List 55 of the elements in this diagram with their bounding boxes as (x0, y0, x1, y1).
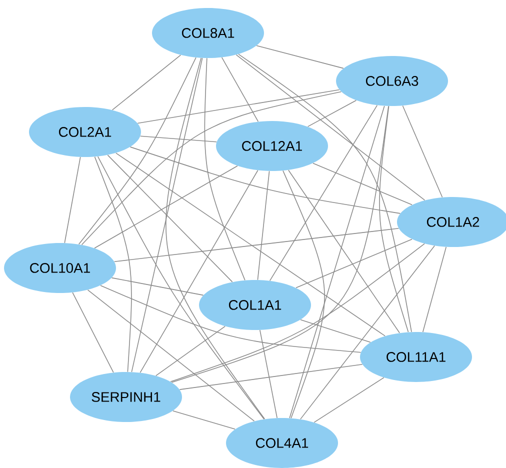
edge-line (314, 377, 384, 423)
gene-node: COL4A1 (226, 418, 338, 468)
edge-line (97, 156, 264, 420)
gene-node: COL1A1 (199, 280, 311, 330)
edge-line (238, 54, 412, 332)
edge-line (114, 228, 400, 262)
edge-line (296, 238, 412, 288)
edge-line (156, 326, 226, 376)
edge-line (81, 91, 342, 246)
edge-line (137, 89, 340, 124)
edge-line (72, 292, 114, 373)
edge-line (288, 170, 400, 334)
edge-line (236, 54, 426, 201)
edge-line (312, 162, 412, 206)
edge-line (422, 246, 447, 332)
gene-node: COL6A3 (336, 56, 448, 106)
edge-line (172, 410, 236, 430)
gene-node: SERPINH1 (70, 372, 182, 422)
edge-line (130, 146, 401, 214)
edge-line (379, 106, 409, 332)
edge-line (289, 106, 385, 418)
edge-line (300, 245, 435, 420)
edge-line (94, 156, 132, 372)
edge-line (140, 170, 258, 373)
edge-line (111, 277, 204, 296)
edge-line (116, 152, 386, 336)
edge-line (131, 58, 203, 372)
gene-node: COL2A1 (29, 107, 141, 157)
edge-line (402, 105, 443, 198)
edge-line (179, 364, 363, 390)
edge-line (87, 290, 255, 422)
edge-line (107, 154, 233, 282)
edge-line (112, 54, 182, 110)
edge-line (78, 57, 196, 245)
edge-line (282, 170, 325, 419)
edge-line (300, 319, 371, 343)
gene-node: COL1A2 (397, 197, 506, 247)
edge-line (64, 156, 81, 244)
edge-line (260, 330, 278, 418)
edge-line (140, 136, 217, 142)
edge-line (307, 100, 357, 127)
edge-line (171, 106, 389, 383)
edge-line (166, 58, 266, 420)
edge-line (257, 170, 270, 280)
edge-line (256, 45, 344, 69)
gene-node: COL12A1 (216, 121, 328, 171)
edge-line (100, 285, 362, 353)
edge-line (204, 58, 246, 281)
gene-node: COL10A1 (4, 243, 116, 293)
edge-line (94, 165, 238, 249)
gene-node: COL8A1 (152, 8, 264, 58)
edge-line (269, 104, 378, 282)
edge-line (170, 243, 425, 382)
edge-line (221, 57, 259, 122)
gene-node: COL11A1 (360, 332, 472, 382)
